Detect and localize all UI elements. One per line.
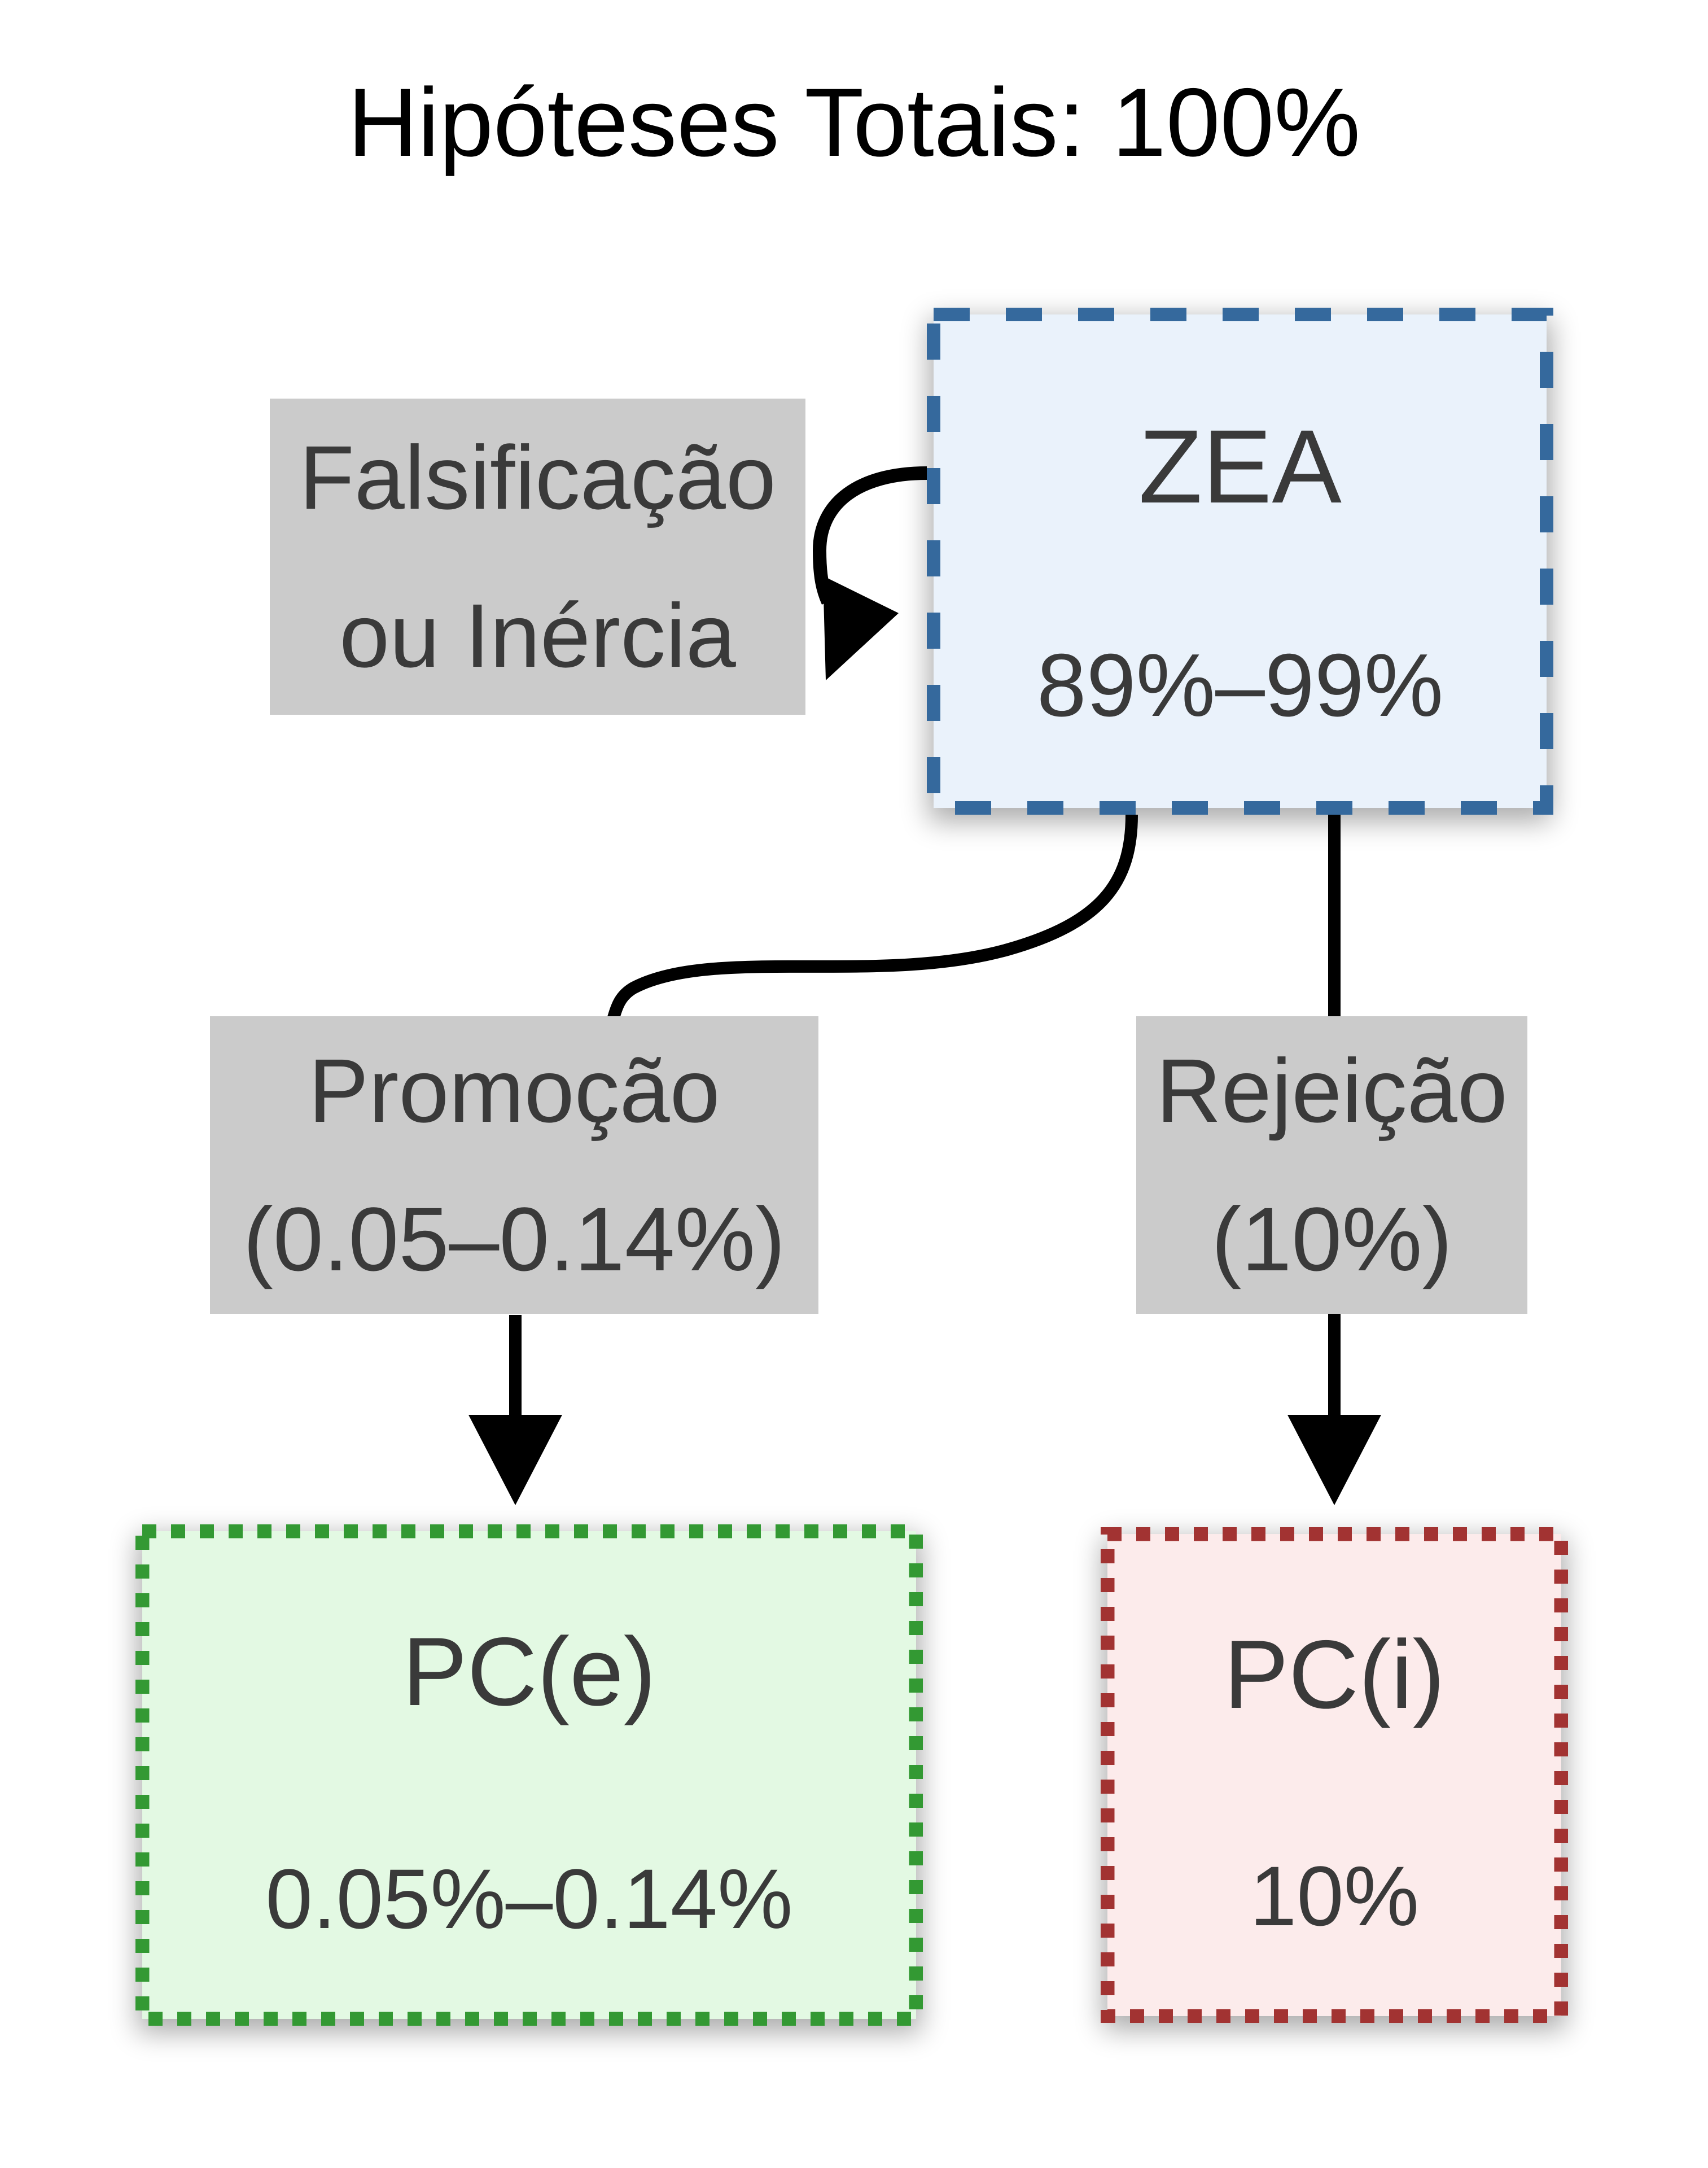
pci-arrowhead-down-icon — [1287, 1415, 1381, 1505]
edge-label-rejeicao-line2: (10%) — [1211, 1188, 1452, 1290]
zea-self-loop-arrowhead-icon — [823, 576, 899, 680]
zea-self-loop-edge — [812, 466, 927, 605]
node-zea-dashed-border — [927, 308, 1553, 815]
edge-label-promocao-line2: (0.05–0.14%) — [243, 1188, 786, 1290]
edge-zea-to-promocao — [607, 814, 1138, 1021]
node-zea-fill — [934, 314, 1547, 808]
node-pci-value: 10% — [1249, 1848, 1420, 1943]
pce-arrowhead-down-icon — [468, 1415, 562, 1505]
edge-label-falsificacao: Falsificação ou Inércia — [270, 399, 805, 715]
edge-label-promocao: Promoção (0.05–0.14%) — [210, 1016, 818, 1314]
diagram-title: Hipóteses Totais: 100% — [347, 68, 1361, 177]
node-pci-label: PC(i) — [1224, 1620, 1445, 1729]
node-pce-fill — [142, 1531, 916, 2019]
node-pci: PC(i) 10% — [1101, 1527, 1568, 2023]
node-pce-label: PC(e) — [402, 1618, 656, 1726]
node-pce-dotted-border — [135, 1524, 923, 2026]
node-zea-value: 89%–99% — [1036, 636, 1444, 735]
edge-label-falsificacao-line2: ou Inércia — [339, 585, 736, 686]
edge-label-promocao-line1: Promoção — [308, 1039, 720, 1141]
node-pce: PC(e) 0.05%–0.14% — [135, 1524, 923, 2026]
node-pci-dotted-border — [1101, 1527, 1568, 2023]
node-pci-fill — [1107, 1534, 1561, 2016]
edge-label-rejeicao-line1: Rejeição — [1156, 1039, 1508, 1141]
edge-label-falsificacao-line1: Falsificação — [299, 427, 776, 528]
node-zea: ZEA 89%–99% — [927, 308, 1553, 815]
node-pce-value: 0.05%–0.14% — [265, 1851, 793, 1946]
edge-label-rejeicao: Rejeição (10%) — [1136, 1016, 1527, 1314]
node-zea-label: ZEA — [1138, 409, 1342, 525]
